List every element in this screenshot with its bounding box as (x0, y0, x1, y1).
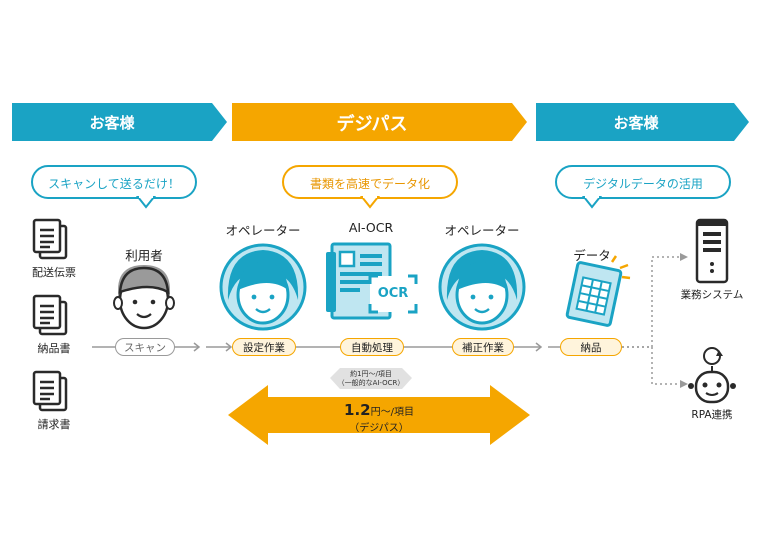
header-banner-center (232, 103, 527, 141)
general-ocr-price-shape (330, 368, 412, 389)
digipass-price-unit: 円～/項目 (370, 407, 414, 418)
bubble-center-text: 書類を高速でデータ化 (309, 177, 430, 191)
operator2-title: オペレーター (444, 223, 520, 238)
flow-lines (92, 342, 560, 352)
header-banner-left (12, 103, 227, 141)
arrowhead-to-rpa (680, 380, 688, 388)
digipass-price-arrow (228, 385, 530, 445)
document-label-invoice: 請求書 (37, 418, 71, 431)
document-stack-icon (32, 218, 68, 260)
document-label-delivery: 納品書 (37, 342, 71, 355)
header-right-title: お客様 (613, 114, 659, 132)
bubble-right-shape (555, 165, 731, 209)
auto-process-step-pill: 自動処理 (340, 338, 404, 356)
server-icon (695, 218, 729, 284)
operator1-title: オペレーター (225, 223, 301, 238)
document-stack-icon (32, 370, 68, 412)
output-dotted-connectors (622, 256, 682, 385)
header-center-title: デジパス (336, 114, 408, 135)
ocr-scanner-icon (326, 242, 418, 320)
scan-step-pill: スキャン (115, 338, 175, 356)
robot-icon (688, 347, 736, 404)
header-banner-right (536, 103, 749, 141)
delivery-step-pill: 納品 (560, 338, 622, 356)
ocr-badge-text: OCR (377, 286, 409, 301)
ocr-title: AI-OCR (348, 220, 394, 235)
user-title: 利用者 (125, 248, 163, 263)
bubble-right-text: デジタルデータの活用 (583, 177, 703, 191)
general-ocr-price-line2: （一般的なAI-OCR） (337, 379, 405, 387)
user-face-icon (113, 265, 175, 330)
digipass-price-value: 1.2 (344, 401, 371, 419)
document-label-shipping: 配送伝票 (32, 266, 76, 279)
digipass-price-name: （デジパス） (349, 423, 409, 434)
bubble-left-text: スキャンして送るだけ！ (48, 177, 180, 191)
document-stack-icon (32, 294, 68, 336)
operator-face-icon (438, 243, 526, 331)
header-left-title: お客様 (89, 114, 135, 132)
spreadsheet-icon (565, 255, 631, 327)
bubble-center-shape (282, 165, 458, 209)
arrowhead-to-system (680, 253, 688, 261)
digipass-price: 1.2円～/項目 (268, 401, 490, 419)
setup-step-pill: 設定作業 (232, 338, 296, 356)
rpa-label: RPA連携 (691, 409, 733, 421)
correction-step-pill: 補正作業 (452, 338, 514, 356)
system-label: 業務システム (680, 289, 744, 301)
operator-face-icon (219, 243, 307, 331)
data-title: データ (573, 248, 611, 263)
bubble-left-shape (31, 165, 197, 209)
general-ocr-price-line1: 約1円～/項目 (350, 370, 392, 378)
